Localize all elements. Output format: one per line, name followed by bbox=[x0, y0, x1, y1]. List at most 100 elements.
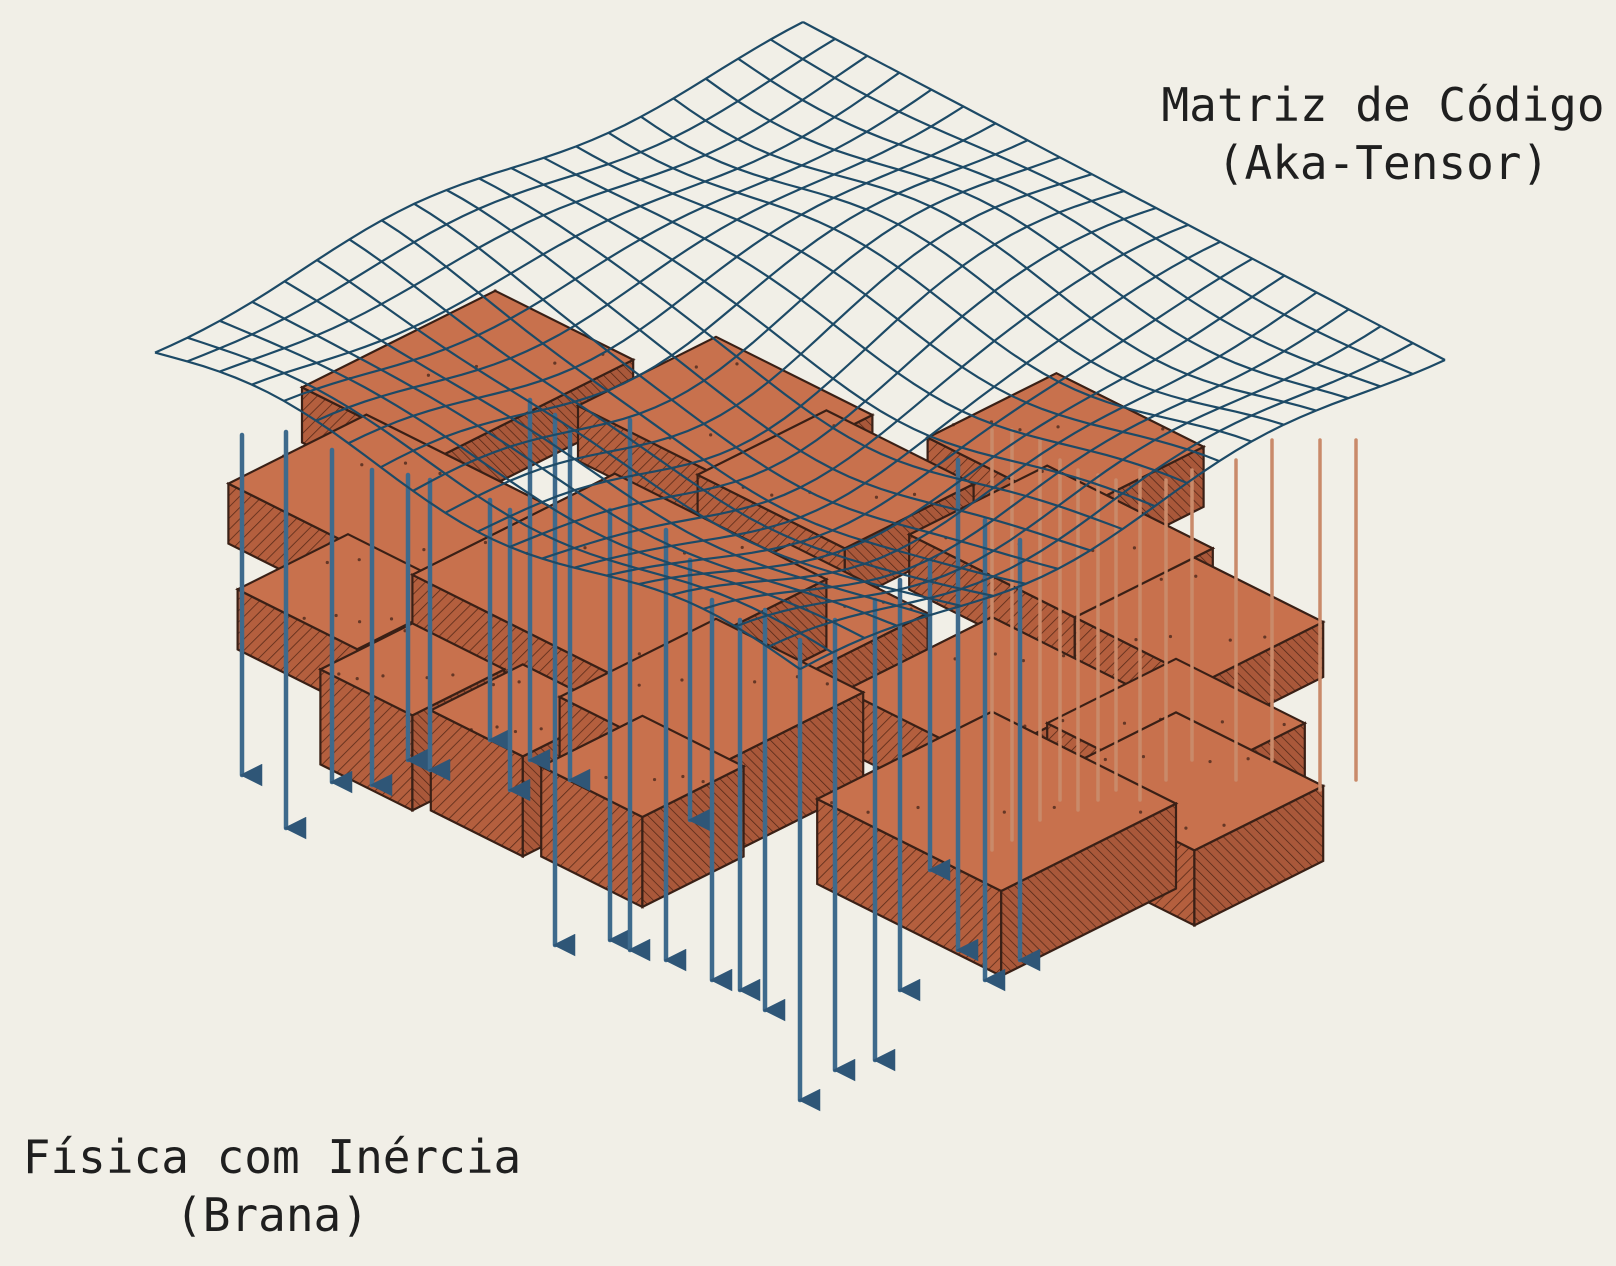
grid-line bbox=[413, 202, 1059, 570]
brick-speckle bbox=[337, 672, 341, 676]
brick-speckle bbox=[302, 616, 306, 620]
brick-speckle bbox=[1132, 546, 1137, 550]
brick-speckle bbox=[334, 613, 338, 618]
brick-block bbox=[814, 710, 1179, 978]
code-matrix-label-line1: Matriz de Código bbox=[1161, 78, 1605, 132]
brick-speckle bbox=[1194, 574, 1198, 578]
brick-speckle bbox=[1168, 634, 1173, 639]
grid-line bbox=[316, 259, 962, 607]
brick-speckle bbox=[381, 674, 385, 678]
brick-speckle bbox=[825, 682, 829, 686]
brick-speckle bbox=[735, 362, 739, 366]
brick-speckle bbox=[1222, 823, 1226, 827]
brick-speckle bbox=[438, 471, 442, 476]
brick-speckle bbox=[1159, 577, 1163, 581]
brick-speckle bbox=[701, 779, 705, 784]
grid-line bbox=[638, 274, 1286, 586]
grid-line bbox=[478, 177, 1123, 531]
brick-speckle bbox=[694, 365, 698, 369]
brick-speckle bbox=[830, 801, 834, 805]
brick-speckle bbox=[1061, 719, 1065, 723]
brick-speckle bbox=[357, 620, 362, 624]
brick-speckle bbox=[1103, 757, 1107, 762]
brick-speckle bbox=[451, 673, 455, 677]
grid-line bbox=[446, 189, 1091, 552]
brick-speckle bbox=[1161, 427, 1165, 431]
brick-speckle bbox=[1002, 810, 1006, 814]
brick-speckle bbox=[1052, 805, 1056, 810]
brick-speckle bbox=[576, 778, 580, 783]
brick-speckle bbox=[493, 289, 497, 293]
brick-speckle bbox=[1184, 826, 1188, 830]
brick-speckle bbox=[1061, 654, 1066, 658]
grid-line bbox=[187, 336, 833, 654]
brick-speckle bbox=[1138, 810, 1143, 814]
brick-speckle bbox=[681, 774, 685, 779]
brick-speckle bbox=[1282, 722, 1286, 727]
brick-speckle bbox=[993, 652, 997, 656]
brick-speckle bbox=[652, 777, 657, 782]
brick-speckle bbox=[1228, 638, 1232, 642]
brick-speckle bbox=[539, 727, 543, 731]
grid-line bbox=[735, 325, 1382, 628]
tensor-rods bbox=[239, 397, 1358, 1112]
brick-speckle bbox=[403, 461, 408, 465]
brick-speckle bbox=[1220, 720, 1224, 724]
brick-speckle bbox=[874, 495, 879, 499]
grid-line bbox=[670, 291, 1318, 596]
brick-speckle bbox=[1122, 721, 1127, 725]
brick-speckle bbox=[357, 558, 361, 562]
brick-speckle bbox=[583, 546, 587, 550]
code-matrix-label: Matriz de Código (Aka-Tensor) bbox=[1150, 76, 1616, 192]
brick-speckle bbox=[709, 433, 713, 437]
grid-line bbox=[284, 280, 930, 617]
brick-speckle bbox=[495, 725, 499, 729]
brick-speckle bbox=[637, 683, 641, 687]
brick-speckle bbox=[360, 463, 364, 467]
grid-line bbox=[767, 342, 1414, 649]
brick-speckle bbox=[604, 775, 608, 780]
code-matrix-grid bbox=[154, 21, 1446, 671]
brick-speckle bbox=[951, 423, 955, 427]
brick-speckle bbox=[1134, 638, 1138, 642]
brick-speckle bbox=[483, 540, 488, 545]
physics-brane-label-line1: Física com Inércia bbox=[22, 1130, 522, 1184]
brick-top bbox=[317, 622, 507, 717]
brick-speckle bbox=[916, 805, 920, 810]
brick-speckle bbox=[1246, 757, 1250, 761]
brick-speckle bbox=[491, 683, 495, 687]
grid-line bbox=[219, 319, 866, 639]
brick-speckle bbox=[469, 728, 473, 732]
grid-line bbox=[606, 257, 1253, 577]
grid-line bbox=[251, 300, 898, 627]
grid-line bbox=[509, 206, 1157, 548]
grid-line bbox=[702, 308, 1350, 610]
brick-speckle bbox=[422, 548, 426, 552]
brick-speckle bbox=[1141, 755, 1146, 759]
brick-speckle bbox=[325, 560, 329, 565]
brick-speckle bbox=[1263, 635, 1267, 639]
brick-speckle bbox=[517, 680, 521, 684]
grid-line bbox=[799, 358, 1446, 671]
brick-speckle bbox=[1021, 659, 1025, 663]
brick-speckle bbox=[637, 652, 641, 656]
brick-speckle bbox=[866, 810, 870, 814]
brick-speckle bbox=[1208, 760, 1212, 764]
brick-speckle bbox=[680, 678, 684, 682]
brick-speckle bbox=[753, 680, 757, 684]
brick-speckle bbox=[740, 545, 744, 550]
brick-speckle bbox=[770, 493, 774, 497]
grid-line bbox=[154, 351, 801, 671]
brick-speckle bbox=[1018, 428, 1022, 432]
brick-speckle bbox=[426, 373, 431, 377]
brick-speckle bbox=[1056, 425, 1060, 429]
brick-speckle bbox=[553, 361, 557, 365]
grid-line bbox=[574, 240, 1221, 569]
grid-line bbox=[348, 238, 994, 597]
brick-speckle bbox=[912, 492, 917, 496]
brick-speckle bbox=[355, 677, 359, 681]
code-matrix-label-line2: (Aka-Tensor) bbox=[1216, 136, 1550, 190]
physics-brane-label: Física com Inércia (Brana) bbox=[12, 1128, 532, 1244]
grid-line bbox=[381, 219, 1027, 585]
